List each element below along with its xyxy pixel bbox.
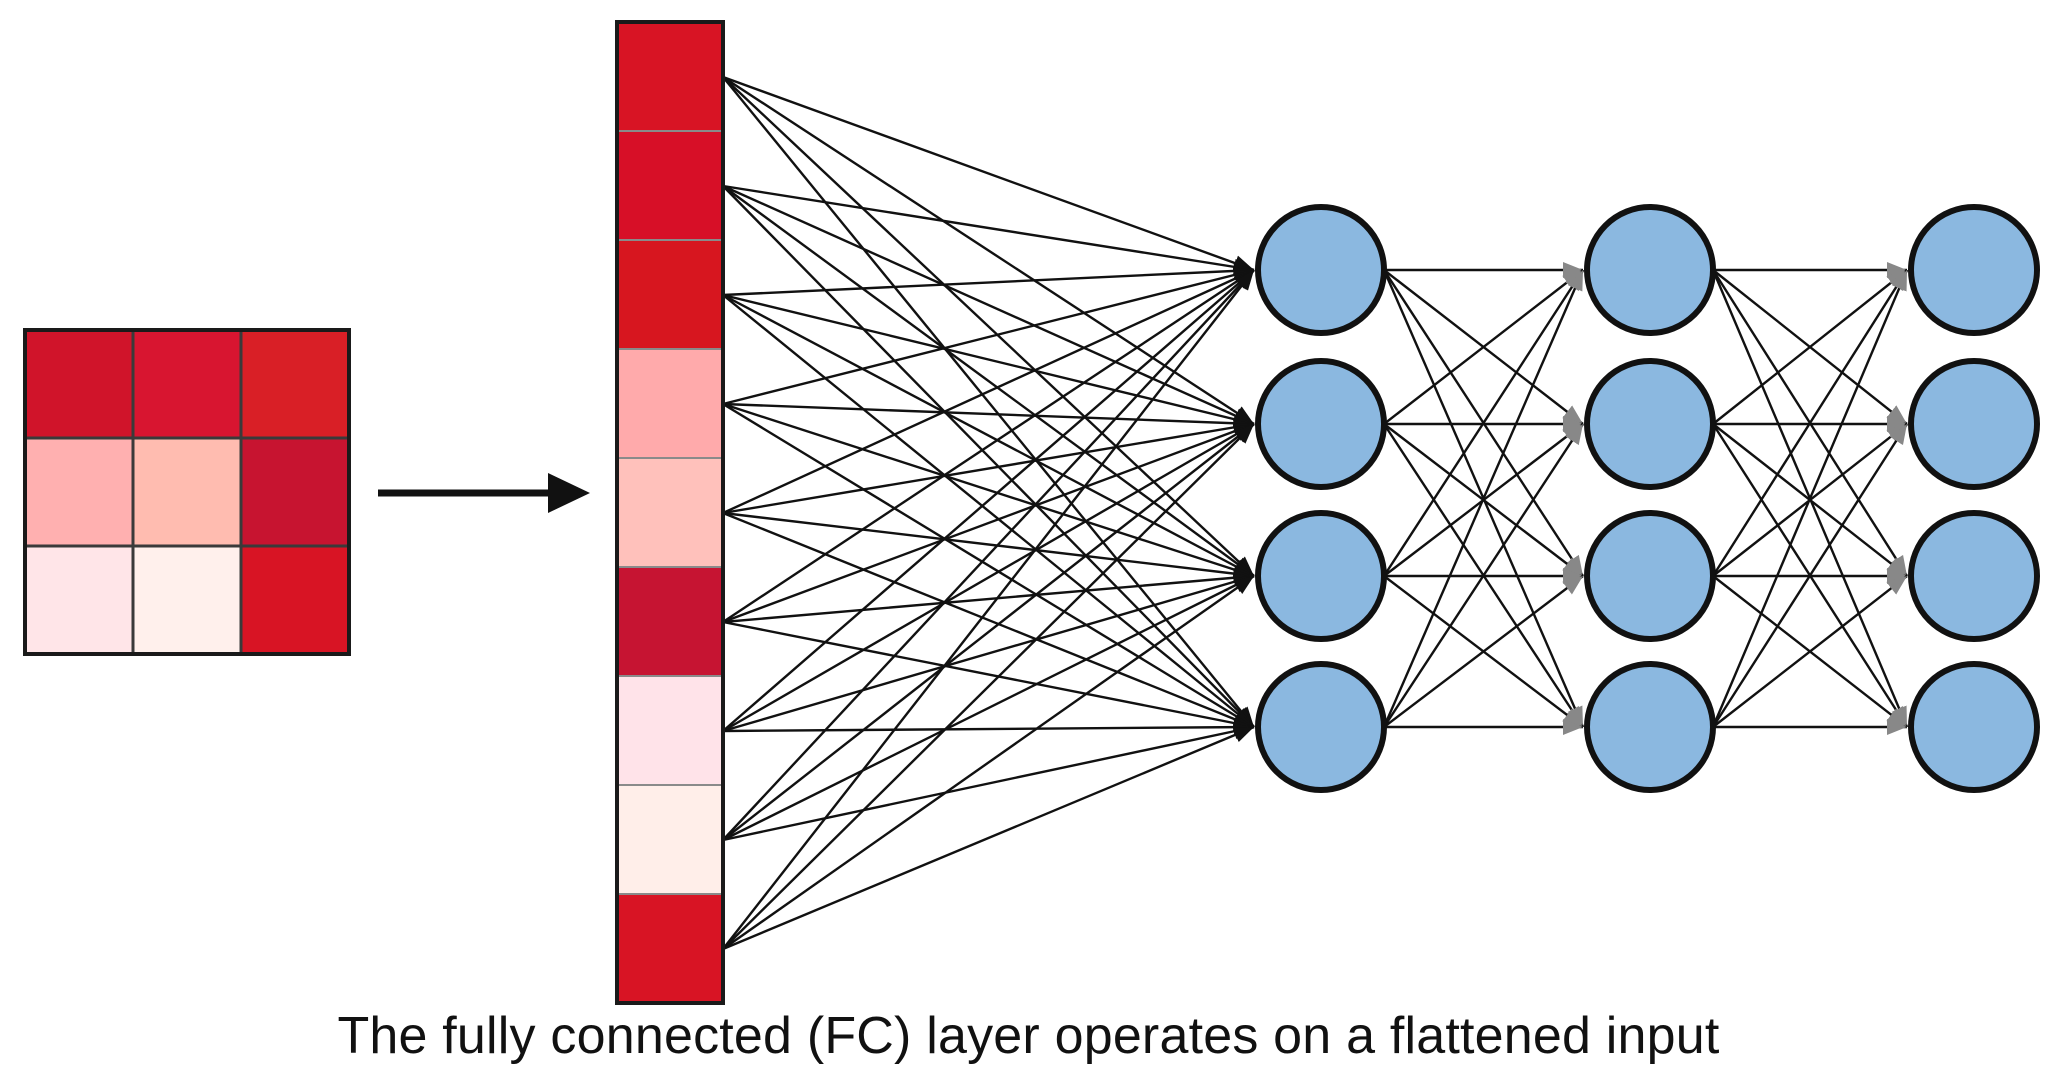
- connection-line: [722, 574, 1255, 842]
- connection-line: [722, 269, 1255, 950]
- neuron-node: [1255, 358, 1387, 490]
- flatten-arrow-icon: [378, 473, 590, 513]
- neuron-node: [1255, 510, 1387, 642]
- connections-layer-1-to-layer-2: [1382, 262, 1585, 735]
- input-matrix: [23, 328, 351, 656]
- connection-line: [722, 402, 1255, 578]
- connection-line: [722, 262, 1255, 297]
- connection-line: [722, 511, 1255, 582]
- connection-line: [722, 725, 1255, 951]
- connection-line: [722, 569, 1255, 624]
- connection-line: [722, 402, 1255, 729]
- connection-line: [722, 423, 1255, 841]
- matrix-cell: [239, 328, 351, 440]
- matrix-border: [23, 328, 351, 656]
- vector-cell: [616, 784, 724, 895]
- connection-line: [722, 573, 1255, 733]
- matrix-cell: [23, 328, 135, 440]
- connection-line: [1711, 269, 1909, 577]
- matrix-cell: [23, 436, 135, 548]
- connections-vector-to-layer-1: [722, 75, 1255, 951]
- connection-line: [1382, 423, 1585, 728]
- connection-line: [722, 294, 1255, 728]
- connection-line: [722, 185, 1255, 728]
- vector-cell: [616, 457, 724, 568]
- vector-cell: [616, 566, 724, 677]
- connection-line: [1382, 269, 1585, 577]
- connection-line: [1711, 423, 1909, 728]
- neuron-node: [1255, 204, 1387, 336]
- vector-cell: [616, 893, 724, 1004]
- connection-line: [1712, 575, 1908, 728]
- vector-cell: [616, 21, 724, 132]
- matrix-cell: [239, 436, 351, 548]
- connection-line: [1383, 269, 1584, 425]
- vector-cell: [616, 348, 724, 459]
- connection-line: [722, 293, 1255, 578]
- flattened-vector: [615, 20, 725, 1005]
- diagram-caption: The fully connected (FC) layer operates …: [337, 1007, 1720, 1065]
- connection-line: [722, 422, 1255, 624]
- neuron-node: [1584, 510, 1716, 642]
- matrix-cell: [131, 328, 243, 440]
- connection-line: [722, 422, 1255, 733]
- connection-line: [722, 419, 1255, 515]
- connection-line: [722, 269, 1255, 841]
- connections-layer-2-to-layer-3: [1711, 262, 1909, 735]
- neuron-node: [1908, 358, 2040, 490]
- connection-line: [1711, 269, 1909, 728]
- neuron-node: [1908, 204, 2040, 336]
- vector-border: [615, 20, 725, 1005]
- matrix-cell: [131, 544, 243, 656]
- vector-cell: [616, 130, 724, 241]
- connection-line: [722, 185, 1255, 577]
- vector-cell: [616, 675, 724, 786]
- connection-line: [722, 575, 1255, 950]
- connection-line: [722, 268, 1255, 515]
- neuron-node: [1584, 358, 1716, 490]
- vector-cell: [616, 239, 724, 350]
- connection-line: [722, 719, 1255, 736]
- connection-line: [1383, 575, 1584, 728]
- matrix-cell: [131, 436, 243, 548]
- connection-line: [722, 511, 1255, 729]
- connection-line: [722, 620, 1255, 731]
- connection-line: [1382, 269, 1585, 728]
- neuron-layers: [1255, 204, 2040, 793]
- connection-line: [722, 184, 1255, 426]
- connection-line: [722, 267, 1255, 406]
- neuron-node: [1908, 510, 2040, 642]
- neuron-node: [1255, 661, 1387, 793]
- neuron-node: [1908, 661, 2040, 793]
- neuron-node: [1584, 204, 1716, 336]
- connection-line: [722, 268, 1255, 624]
- connection-line: [722, 75, 1255, 272]
- connection-line: [722, 293, 1255, 428]
- matrix-cell: [23, 544, 135, 656]
- connection-line: [722, 402, 1255, 432]
- neuron-node: [1584, 661, 1716, 793]
- matrix-cell: [239, 544, 351, 656]
- connection-line: [722, 723, 1255, 842]
- connection-line: [722, 184, 1255, 275]
- connection-line: [722, 423, 1255, 950]
- connection-line: [1712, 269, 1908, 425]
- connection-line: [722, 269, 1255, 732]
